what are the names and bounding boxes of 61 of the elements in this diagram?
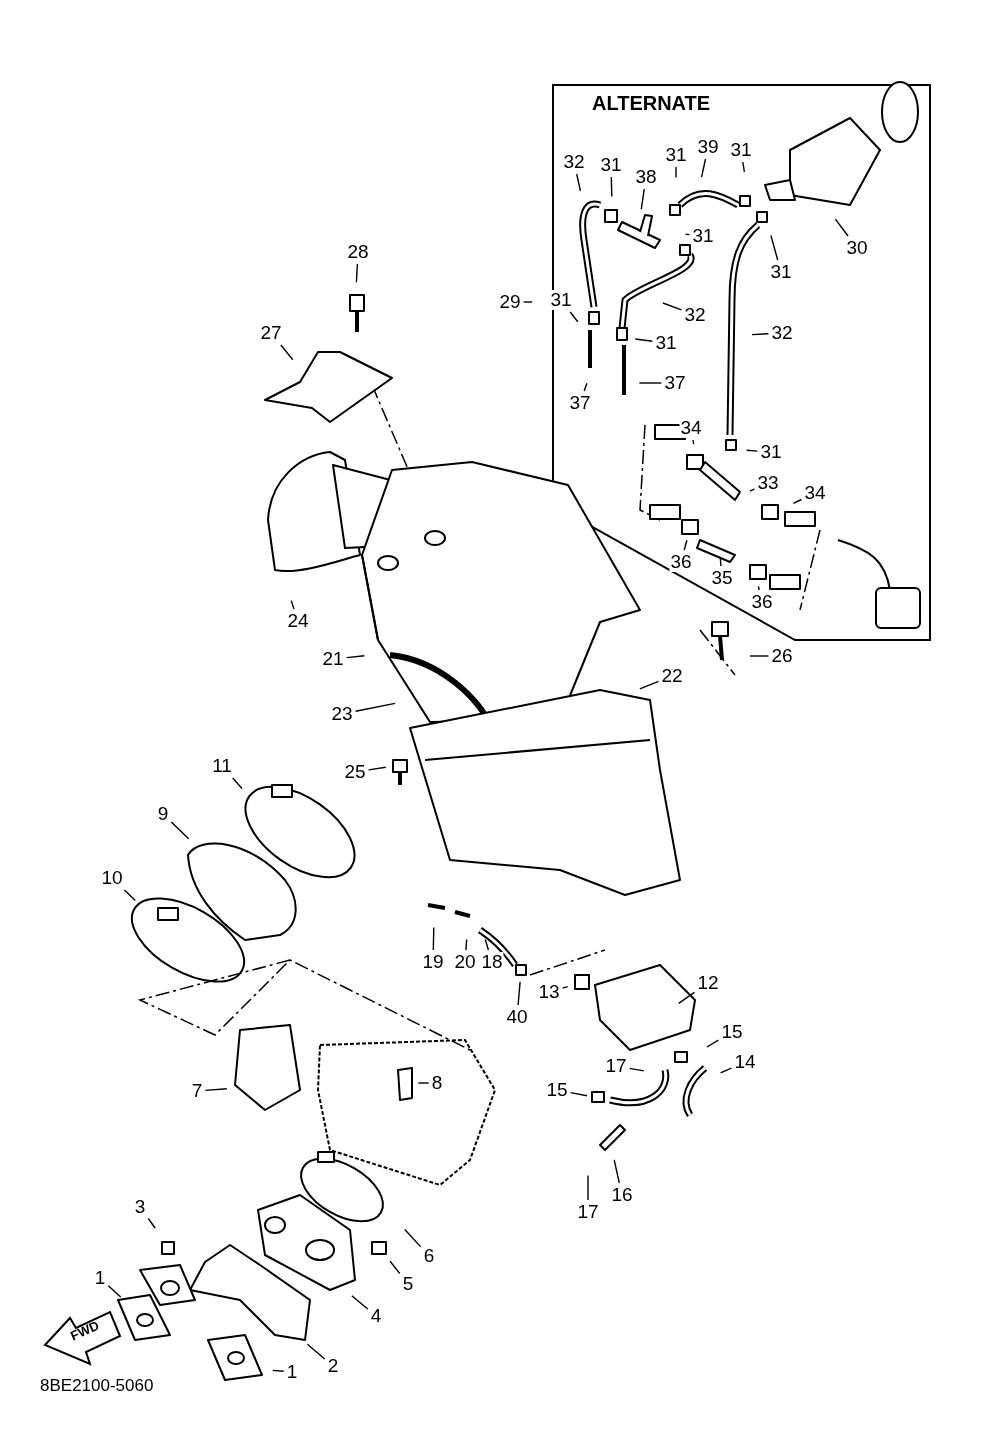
leader-line — [170, 821, 190, 840]
leader-line — [749, 655, 770, 657]
leader-line — [757, 585, 760, 591]
leader-line — [638, 382, 663, 384]
leader-line — [610, 176, 613, 198]
leader-line — [678, 991, 696, 1004]
leader-line — [576, 173, 582, 192]
leader-line — [417, 1082, 430, 1084]
frame-heading: ALTERNATE — [592, 92, 711, 115]
leader-line — [389, 1260, 401, 1275]
leader-line — [147, 1217, 156, 1229]
leader-line — [484, 938, 490, 951]
leader-line — [587, 1174, 589, 1201]
leader-line — [272, 1369, 285, 1372]
leader-line — [517, 981, 521, 1006]
leader-line — [742, 161, 746, 173]
leader-line — [634, 338, 654, 342]
callout-number: 34 — [679, 418, 703, 438]
callout-number: 36 — [669, 552, 693, 572]
leader-line — [465, 938, 468, 951]
leader-line — [719, 557, 722, 567]
leader-line — [639, 680, 660, 690]
leader-line — [290, 599, 295, 610]
leader-line — [204, 1088, 228, 1092]
leader-line — [345, 655, 366, 659]
leader-line — [280, 344, 294, 361]
leader-line — [367, 766, 387, 771]
leader-line — [692, 439, 695, 445]
leader-line — [662, 302, 683, 311]
leader-line — [792, 498, 803, 505]
leader-line — [640, 188, 645, 210]
leader-line — [569, 311, 579, 323]
leader-line — [306, 1343, 326, 1360]
leader-line — [613, 1159, 620, 1184]
leader-line — [522, 301, 533, 303]
leader-line — [834, 218, 849, 237]
leader-line — [569, 1091, 588, 1097]
leader-line — [123, 889, 136, 902]
leader-line — [432, 926, 435, 951]
leader-line — [351, 1295, 369, 1310]
leader-line — [770, 234, 779, 261]
leader-line — [628, 1067, 645, 1072]
leader-line — [700, 158, 707, 178]
leader-line — [684, 233, 691, 236]
leader-line — [107, 1285, 122, 1298]
leader-line — [683, 539, 688, 551]
leader-line — [675, 166, 677, 179]
leader-line — [745, 449, 759, 452]
leader-line — [354, 702, 396, 712]
leader-line — [404, 1228, 422, 1248]
callout-number: 31 — [549, 290, 573, 310]
arrow-label: FWD — [68, 1317, 102, 1344]
leader-line — [719, 1067, 733, 1074]
leader-line — [561, 985, 569, 989]
leader-line — [706, 1039, 720, 1048]
drawing-code: 8BE2100-5060 — [40, 1376, 154, 1396]
leader-line — [583, 382, 588, 392]
leader-line — [232, 777, 243, 790]
leader-line — [749, 488, 756, 492]
leader-line — [751, 333, 770, 336]
leader-line — [355, 263, 359, 283]
